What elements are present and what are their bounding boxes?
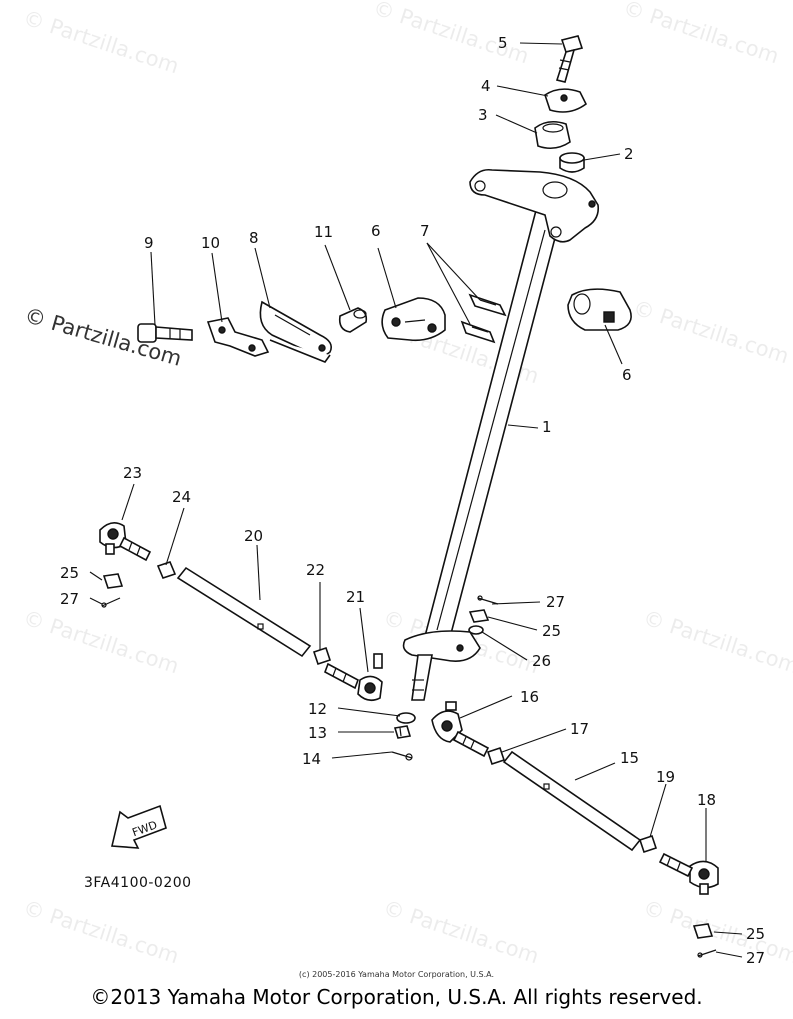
cotter-pin-27-right xyxy=(697,949,717,958)
shaft-holder-left xyxy=(381,297,446,342)
callout-27-left: 27 xyxy=(60,590,79,608)
nut-19 xyxy=(638,834,658,854)
forward-direction-arrow: FWD xyxy=(111,804,167,849)
callout-1: 1 xyxy=(542,418,552,436)
callout-4: 4 xyxy=(481,77,491,95)
bolt-9 xyxy=(137,323,193,343)
callout-27-center: 27 xyxy=(546,593,565,611)
callout-6-right: 6 xyxy=(622,366,632,384)
callout-11: 11 xyxy=(314,223,333,241)
washer-26 xyxy=(468,625,484,635)
callout-8: 8 xyxy=(249,229,259,247)
nut-22 xyxy=(312,646,332,666)
castle-nut-25-center xyxy=(468,609,490,623)
callout-25-right: 25 xyxy=(746,925,765,943)
tie-rod-left xyxy=(176,566,312,658)
callout-13: 13 xyxy=(308,724,327,742)
stay-plate xyxy=(259,300,333,363)
callout-17: 17 xyxy=(570,720,589,738)
callout-10: 10 xyxy=(201,234,220,252)
leader-lines xyxy=(89,42,743,958)
collar-pin xyxy=(338,307,368,333)
callout-23: 23 xyxy=(123,464,142,482)
callout-19: 19 xyxy=(656,768,675,786)
cotter-pin-14 xyxy=(391,751,413,761)
callout-9: 9 xyxy=(144,234,154,252)
small-copyright: (c) 2005-2016 Yamaha Motor Corporation, … xyxy=(298,970,495,979)
rod-end-16 xyxy=(431,701,490,758)
callout-numbers: 5 4 3 2 7 6 11 8 10 9 6 1 23 24 20 22 21… xyxy=(60,34,765,967)
callout-22: 22 xyxy=(306,561,325,579)
shaft-holder-right xyxy=(567,288,632,331)
copyright-notice: ©2013 Yamaha Motor Corporation, U.S.A. A… xyxy=(90,985,703,1009)
castle-nut-25-right xyxy=(692,923,714,939)
callout-25-center: 25 xyxy=(542,622,561,640)
pitman-arm xyxy=(402,630,481,701)
castle-nut-25-left xyxy=(102,573,124,589)
nut-17 xyxy=(486,746,506,766)
rod-end-23 xyxy=(99,522,152,562)
bracket-10 xyxy=(206,317,270,357)
cotter-pin-27-center xyxy=(477,595,499,605)
callout-26: 26 xyxy=(532,652,551,670)
bushing-cap xyxy=(559,152,585,173)
castle-nut-13 xyxy=(393,725,412,739)
rod-end-21 xyxy=(324,653,383,702)
cotter-pin-27-left xyxy=(101,597,121,608)
callout-25-left: 25 xyxy=(60,564,79,582)
callout-2: 2 xyxy=(624,145,634,163)
callout-20: 20 xyxy=(244,527,263,545)
callout-27-right: 27 xyxy=(746,949,765,967)
upper-clamp xyxy=(544,88,588,113)
column-top-bracket xyxy=(469,168,600,243)
callout-6-left: 6 xyxy=(371,222,381,240)
callout-5: 5 xyxy=(498,34,508,52)
washer-12 xyxy=(396,712,416,724)
callout-7: 7 xyxy=(420,222,430,240)
top-bolt xyxy=(555,35,584,83)
callout-3: 3 xyxy=(478,106,488,124)
callout-16: 16 xyxy=(520,688,539,706)
callout-12: 12 xyxy=(308,700,327,718)
callout-24: 24 xyxy=(172,488,191,506)
diagram-code: 3FA4100-0200 xyxy=(84,875,192,891)
callout-15: 15 xyxy=(620,749,639,767)
collar xyxy=(534,120,571,150)
callout-21: 21 xyxy=(346,588,365,606)
rod-end-18 xyxy=(658,852,719,895)
callout-18: 18 xyxy=(697,791,716,809)
callout-14: 14 xyxy=(302,750,321,768)
shims xyxy=(460,293,507,344)
